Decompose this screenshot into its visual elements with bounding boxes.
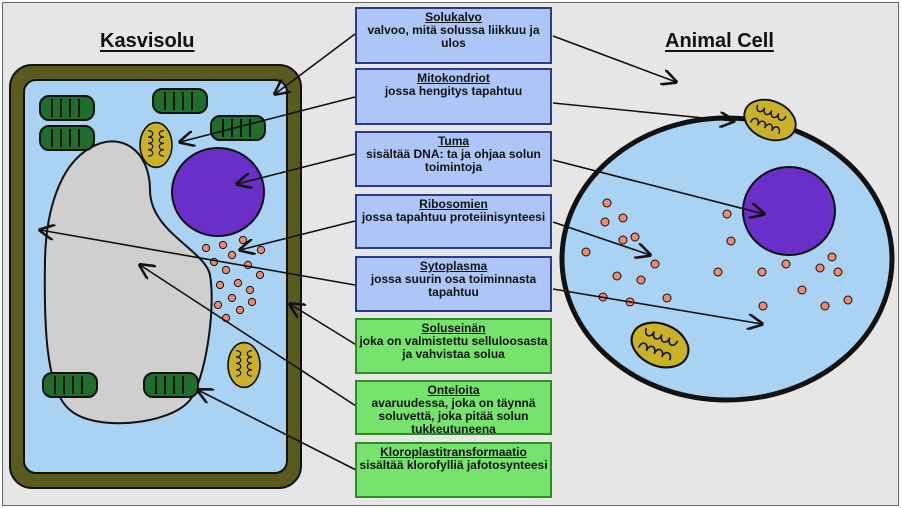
- label-description: joka on valmistettu selluloosasta ja vah…: [359, 334, 548, 361]
- plant-mitochondrion: [227, 341, 261, 389]
- label-mitokondriot: Mitokondriot jossa hengitys tapahtuu: [355, 68, 552, 125]
- label-description: avaruudessa, joka on täynnä soluvettä, j…: [371, 396, 536, 435]
- plant-mitochondrion: [139, 121, 173, 169]
- animal-cell-title: Animal Cell: [665, 30, 774, 52]
- label-ribosomien: Ribosomien jossa tapahtuu proteiinisynte…: [355, 194, 552, 249]
- label-onteloita: Onteloita avaruudessa, joka on täynnä so…: [355, 380, 552, 435]
- plant-chloroplast: [152, 88, 208, 114]
- plant-chloroplast: [39, 95, 95, 121]
- label-title: Soluseinän: [421, 321, 486, 335]
- animal-nucleus: [742, 166, 836, 256]
- label-description: valvoo, mitä solussa liikkuu ja ulos: [367, 23, 540, 50]
- plant-cell-title: Kasvisolu: [100, 30, 195, 52]
- label-title: Sytoplasma: [419, 259, 488, 273]
- label-title: Ribosomien: [419, 197, 488, 211]
- label-soluseinan: Soluseinän joka on valmistettu selluloos…: [355, 318, 552, 374]
- label-title: Solukalvo: [425, 10, 482, 24]
- label-description: sisältää klorofylliä jafotosynteesi: [359, 458, 548, 472]
- label-title: Onteloita: [427, 383, 480, 397]
- leader-arrows: [40, 33, 764, 471]
- label-title: Mitokondriot: [417, 71, 490, 85]
- plant-chloroplast: [39, 125, 95, 151]
- animal-ribosomes: [581, 198, 853, 311]
- label-kloroplastitransformaatio: Kloroplastitransformaatio sisältää kloro…: [355, 442, 552, 498]
- animal-cytoplasm: [559, 115, 895, 403]
- plant-vacuole: [43, 140, 213, 425]
- plant-nucleus: [171, 147, 265, 237]
- animal-cell: [559, 91, 895, 403]
- label-description: jossa hengitys tapahtuu: [384, 84, 523, 98]
- label-sytoplasma: Sytoplasma jossa suurin osa toiminnasta …: [355, 256, 552, 312]
- label-description: sisältää DNA: ta ja ohjaa solun toiminto…: [366, 147, 541, 174]
- label-title: Kloroplastitransformaatio: [380, 445, 527, 459]
- plant-chloroplast: [210, 115, 266, 141]
- label-tuma: Tuma sisältää DNA: ta ja ohjaa solun toi…: [355, 131, 552, 187]
- plant-chloroplast: [42, 372, 98, 398]
- plant-chloroplast: [143, 372, 199, 398]
- label-solukalvo: Solukalvo valvoo, mitä solussa liikkuu j…: [355, 7, 552, 64]
- plant-cell: [9, 64, 302, 489]
- label-description: jossa tapahtuu proteiinisynteesi: [361, 210, 546, 224]
- label-title: Tuma: [437, 134, 470, 148]
- label-description: jossa suurin osa toiminnasta tapahtuu: [370, 272, 537, 299]
